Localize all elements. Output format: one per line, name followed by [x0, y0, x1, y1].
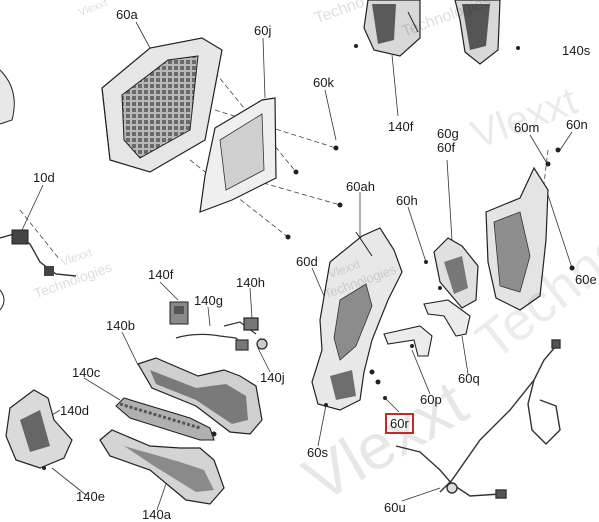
bracket-60q [423, 299, 471, 337]
callout-60d: 60d [296, 254, 318, 269]
callout-60m: 60m [514, 120, 540, 135]
callout-10d: 10d [33, 170, 55, 185]
callout-140s: 140s [562, 43, 591, 58]
callout-60f: 60f [437, 140, 456, 155]
callout-60r-highlighted: 60r [385, 413, 414, 434]
callout-60s: 60s [307, 445, 328, 460]
center-panel-60d [311, 227, 403, 411]
callout-60ah: 60ah [346, 179, 375, 194]
trim-panel-140b [137, 357, 263, 435]
callout-60p: 60p [420, 392, 442, 407]
connector-10d [0, 69, 77, 311]
lower-trim-140a [99, 429, 225, 505]
alignment-lines [19, 59, 549, 269]
side-light-140d [5, 389, 73, 469]
callout-60a: 60a [116, 7, 138, 22]
callout-140b: 140b [106, 318, 135, 333]
callout-60g: 60g [437, 126, 459, 141]
side-panel-60e [485, 166, 549, 311]
bracket-60j [199, 97, 277, 213]
callout-140a: 140a [142, 507, 171, 522]
connector-140f [169, 301, 189, 325]
callout-60u: 60u [384, 500, 406, 515]
wire-harness-60u [395, 339, 561, 499]
callout-60j: 60j [254, 23, 272, 38]
callout-140g: 140g [194, 293, 223, 308]
tail-light-assembly-140s [354, 0, 520, 65]
callout-60k: 60k [313, 75, 334, 90]
callout-140d: 140d [60, 403, 89, 418]
callout-140f-top: 140f [388, 119, 414, 134]
callout-140f: 140f [148, 267, 174, 282]
bracket-60p [383, 325, 433, 357]
callout-140e: 140e [76, 489, 105, 504]
callout-60q: 60q [458, 371, 480, 386]
callout-60e: 60e [575, 272, 597, 287]
rear-grill-housing-60a [101, 37, 223, 173]
side-panel-60h [433, 237, 479, 309]
fasteners [42, 145, 575, 470]
callout-140c: 140c [72, 365, 101, 380]
callout-140h: 140h [236, 275, 265, 290]
callout-60h: 60h [396, 193, 418, 208]
callout-140j: 140j [260, 370, 285, 385]
callout-60n: 60n [566, 117, 588, 132]
wire-140g [175, 317, 268, 351]
